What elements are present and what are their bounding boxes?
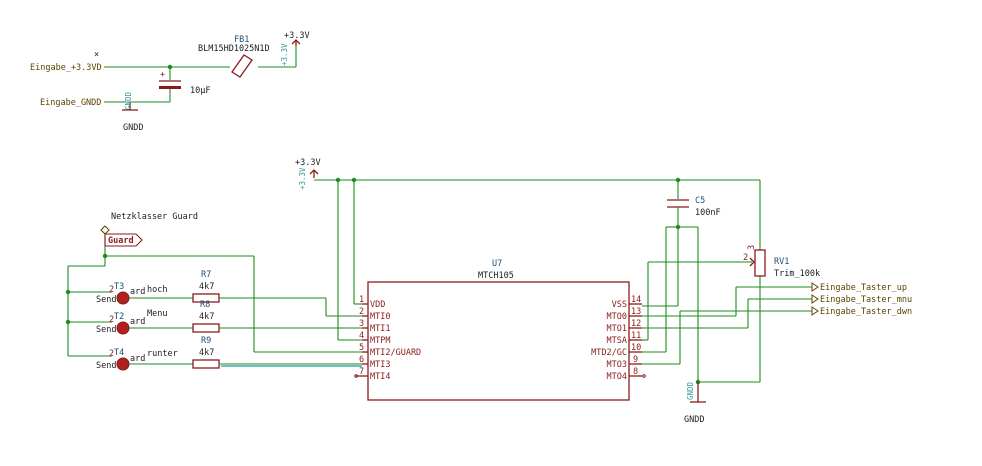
gnd-top-pin: GNDD xyxy=(124,91,133,110)
capacitor-c5: C5 100nF xyxy=(642,180,721,382)
output-labels: Eingabe_Taster_up Eingabe_Taster_mnu Ein… xyxy=(811,282,912,317)
ic-right-pins: 14 13 12 11 10 9 8 VSS MTO0 MTO1 MTSA MT… xyxy=(591,295,646,382)
u7-pin-1-num: 1 xyxy=(359,295,364,305)
u7-pin-9-name: MTO3 xyxy=(607,360,627,370)
t3-name: hoch xyxy=(147,285,167,295)
u7-pin-8-name: MTO4 xyxy=(607,372,627,382)
gnd-right-pin: GNDD xyxy=(686,381,695,400)
u7-pin-11-name: MTSA xyxy=(607,336,627,346)
resistor-r9: R9 4k7 xyxy=(192,336,362,369)
net-label-eingabe-33v: Eingabe_+3.3VD xyxy=(30,63,102,73)
r8-value: 4k7 xyxy=(199,312,214,322)
rv1-pin2: 2 xyxy=(743,253,748,263)
u7-pin-5-num: 5 xyxy=(359,343,364,353)
t2-pin: 2 xyxy=(109,315,114,325)
ic-left-pins: 1 2 3 4 5 6 7 VDD MTI0 MTI1 MTPM MTI2/GU… xyxy=(354,295,421,382)
gnd-right-label: GNDD xyxy=(684,415,704,425)
u7-pin-7-name: MTI4 xyxy=(370,372,390,382)
vcc-top-label: +3.3V xyxy=(284,31,310,41)
u7-pin-14-num: 14 xyxy=(631,295,641,305)
sensor-t3: 2 T3 Send ard hoch xyxy=(96,282,193,305)
u7-pin-12-name: MTO1 xyxy=(607,324,627,334)
net-label-taster-up: Eingabe_Taster_up xyxy=(820,283,907,293)
t3-text: Send xyxy=(96,295,116,305)
net-label-eingabe-gndd: Eingabe_GNDD xyxy=(40,98,101,108)
r8-ref: R8 xyxy=(200,300,210,310)
t3-pin: 2 xyxy=(109,285,114,295)
u7-pin-10-name: MTD2/GC xyxy=(591,348,627,358)
t4-suffix: ard xyxy=(130,354,145,364)
u7-pin-4-num: 4 xyxy=(359,331,364,341)
u7-pin-13-name: MTO0 xyxy=(607,312,627,322)
no-connect-marker: × xyxy=(94,50,99,60)
r9-ref: R9 xyxy=(201,336,211,346)
t2-suffix: ard xyxy=(130,317,145,327)
output-wiring xyxy=(642,226,812,385)
u7-pin-10-num: 10 xyxy=(631,343,641,353)
u7-pin-9-num: 9 xyxy=(633,355,638,365)
u7-pin-14-name: VSS xyxy=(612,300,627,310)
vcc-main-pin: +3.3V xyxy=(298,167,307,190)
net-label-taster-dwn: Eingabe_Taster_dwn xyxy=(820,307,912,317)
sensor-t2: 2 T2 Send ard Menu xyxy=(96,309,193,335)
u7-pin-3-name: MTI1 xyxy=(370,324,390,334)
cap-10uf-value: 10µF xyxy=(190,86,210,96)
input-filter-section: × Eingabe_+3.3VD FB1 BLM15HD1025N1D +3.3… xyxy=(30,31,310,133)
sensor-t4: 2 T4 Send ard runter xyxy=(96,348,193,371)
vcc-main-label: +3.3V xyxy=(295,158,321,168)
t4-pin: 2 xyxy=(109,349,114,359)
t4-ref: T4 xyxy=(114,348,124,358)
power-symbol-gnd-top: GNDD GNDD xyxy=(122,91,143,133)
ferrite-bead-fb1: FB1 BLM15HD1025N1D xyxy=(198,35,270,78)
rv1-ref: RV1 xyxy=(774,257,789,267)
u7-pin-11-num: 11 xyxy=(631,331,641,341)
fb1-value: BLM15HD1025N1D xyxy=(198,44,270,54)
u7-pin-2-num: 2 xyxy=(359,307,364,317)
r9-value: 4k7 xyxy=(199,348,214,358)
u7-value: MTCH105 xyxy=(478,271,514,281)
gnd-top-label: GNDD xyxy=(123,123,143,133)
c5-ref: C5 xyxy=(695,196,705,206)
resistor-r8: R8 4k7 xyxy=(192,300,362,333)
t4-name: runter xyxy=(147,349,178,359)
cap-plus: + xyxy=(160,70,165,80)
resistor-r7: R7 4k7 xyxy=(192,270,362,317)
vcc-top-pin: +3.3V xyxy=(280,43,289,66)
capacitor-10uf: + 10µF xyxy=(159,67,210,102)
t2-text: Send xyxy=(96,325,116,335)
fb1-ref: FB1 xyxy=(234,35,249,45)
u7-pin-6-name: MTI3 xyxy=(370,360,390,370)
t3-suffix: ard xyxy=(130,287,145,297)
u7-pin-3-num: 3 xyxy=(359,319,364,329)
rv1-pin3: 3 xyxy=(747,245,757,250)
guard-title: Netzklasser Guard xyxy=(111,212,198,222)
u7-pin-8-num: 8 xyxy=(633,367,638,377)
u7-ref: U7 xyxy=(492,259,502,269)
u7-pin-13-num: 13 xyxy=(631,307,641,317)
u7-pin-6-num: 6 xyxy=(359,355,364,365)
ic-u7: U7 MTCH105 1 2 3 4 5 6 7 VDD MTI0 MTI1 M… xyxy=(354,259,646,401)
t2-ref: T2 xyxy=(114,312,124,322)
trimmer-rv1: 2 3 RV1 Trim_100k xyxy=(743,245,820,279)
u7-pin-12-num: 12 xyxy=(631,319,641,329)
u7-pin-5-name: MTI2/GUARD xyxy=(370,348,421,358)
main-power-rail: +3.3V +3.3V xyxy=(295,158,761,341)
guard-net: Netzklasser Guard Guard xyxy=(65,212,362,357)
u7-pin-1-name: VDD xyxy=(370,300,385,310)
u7-pin-2-name: MTI0 xyxy=(370,312,390,322)
guard-label: Guard xyxy=(108,236,134,246)
r7-ref: R7 xyxy=(201,270,211,280)
u7-pin-7-num: 7 xyxy=(359,367,364,377)
r7-value: 4k7 xyxy=(199,282,214,292)
power-symbol-vcc-top: +3.3V +3.3V xyxy=(280,31,310,66)
u7-pin-4-name: MTPM xyxy=(370,336,390,346)
t2-name: Menu xyxy=(147,309,167,319)
power-symbol-gnd-right: GNDD GNDD xyxy=(684,381,706,425)
net-label-taster-mnu: Eingabe_Taster_mnu xyxy=(820,295,912,305)
c5-value: 100nF xyxy=(695,208,721,218)
t3-ref: T3 xyxy=(114,282,124,292)
t4-text: Send xyxy=(96,361,116,371)
rv1-value: Trim_100k xyxy=(774,269,820,279)
